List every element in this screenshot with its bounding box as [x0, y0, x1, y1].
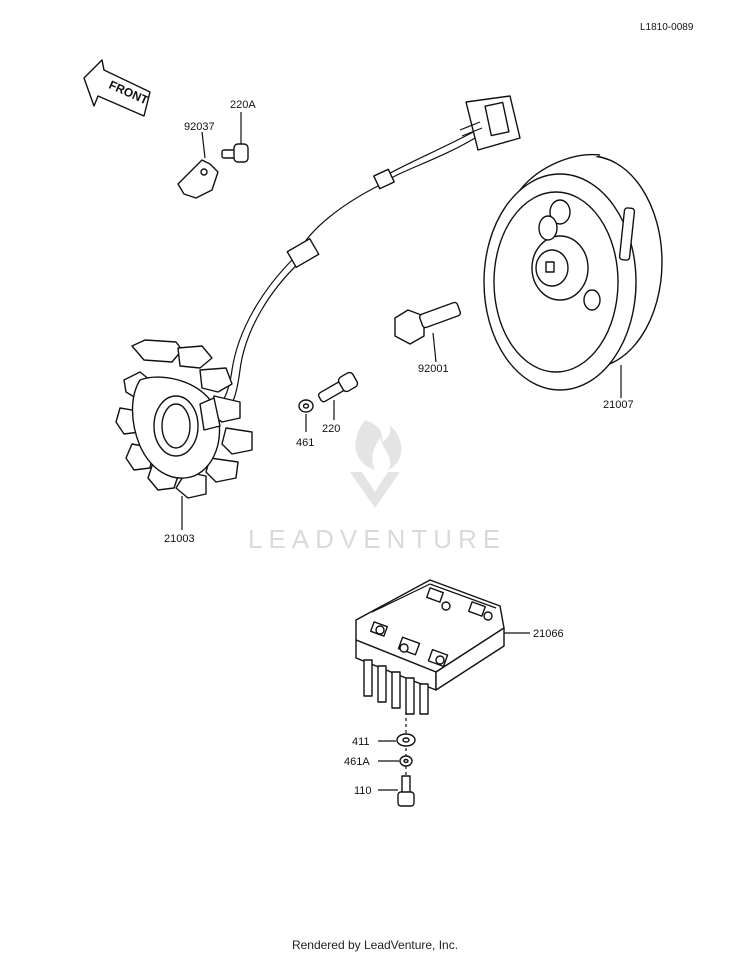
- label-461: 461: [296, 437, 314, 449]
- label-21007: 21007: [603, 399, 634, 411]
- leadventure-watermark: LEADVENTURE: [248, 420, 506, 554]
- bolt-92001: [394, 301, 462, 345]
- label-92037: 92037: [184, 121, 215, 133]
- watermark-text: LEADVENTURE: [248, 524, 506, 554]
- label-220: 220: [322, 423, 340, 435]
- washer-411: [396, 733, 416, 747]
- stator-21003: [115, 339, 253, 499]
- front-arrow: FRONT: [83, 59, 151, 117]
- harness-connector: [459, 95, 521, 151]
- label-411: 411: [352, 736, 370, 748]
- diagram-code: L1810-0089: [640, 22, 694, 33]
- washer-461: [298, 399, 314, 413]
- regulator-21066: [355, 579, 505, 715]
- label-220A: 220A: [230, 99, 256, 111]
- footer-credit: Rendered by LeadVenture, Inc.: [291, 938, 459, 952]
- bracket-92037: [177, 159, 219, 199]
- bolt-110: [397, 775, 415, 807]
- label-110: 110: [354, 785, 372, 797]
- wire-harness: [204, 129, 481, 421]
- rotor-21007: [483, 153, 663, 391]
- lockwasher-461A: [399, 755, 413, 767]
- label-461A: 461A: [344, 756, 370, 768]
- label-21066: 21066: [533, 628, 564, 640]
- screw-220: [317, 371, 359, 403]
- label-92001: 92001: [418, 363, 449, 375]
- screw-220A: [221, 143, 249, 163]
- label-21003: 21003: [164, 533, 195, 545]
